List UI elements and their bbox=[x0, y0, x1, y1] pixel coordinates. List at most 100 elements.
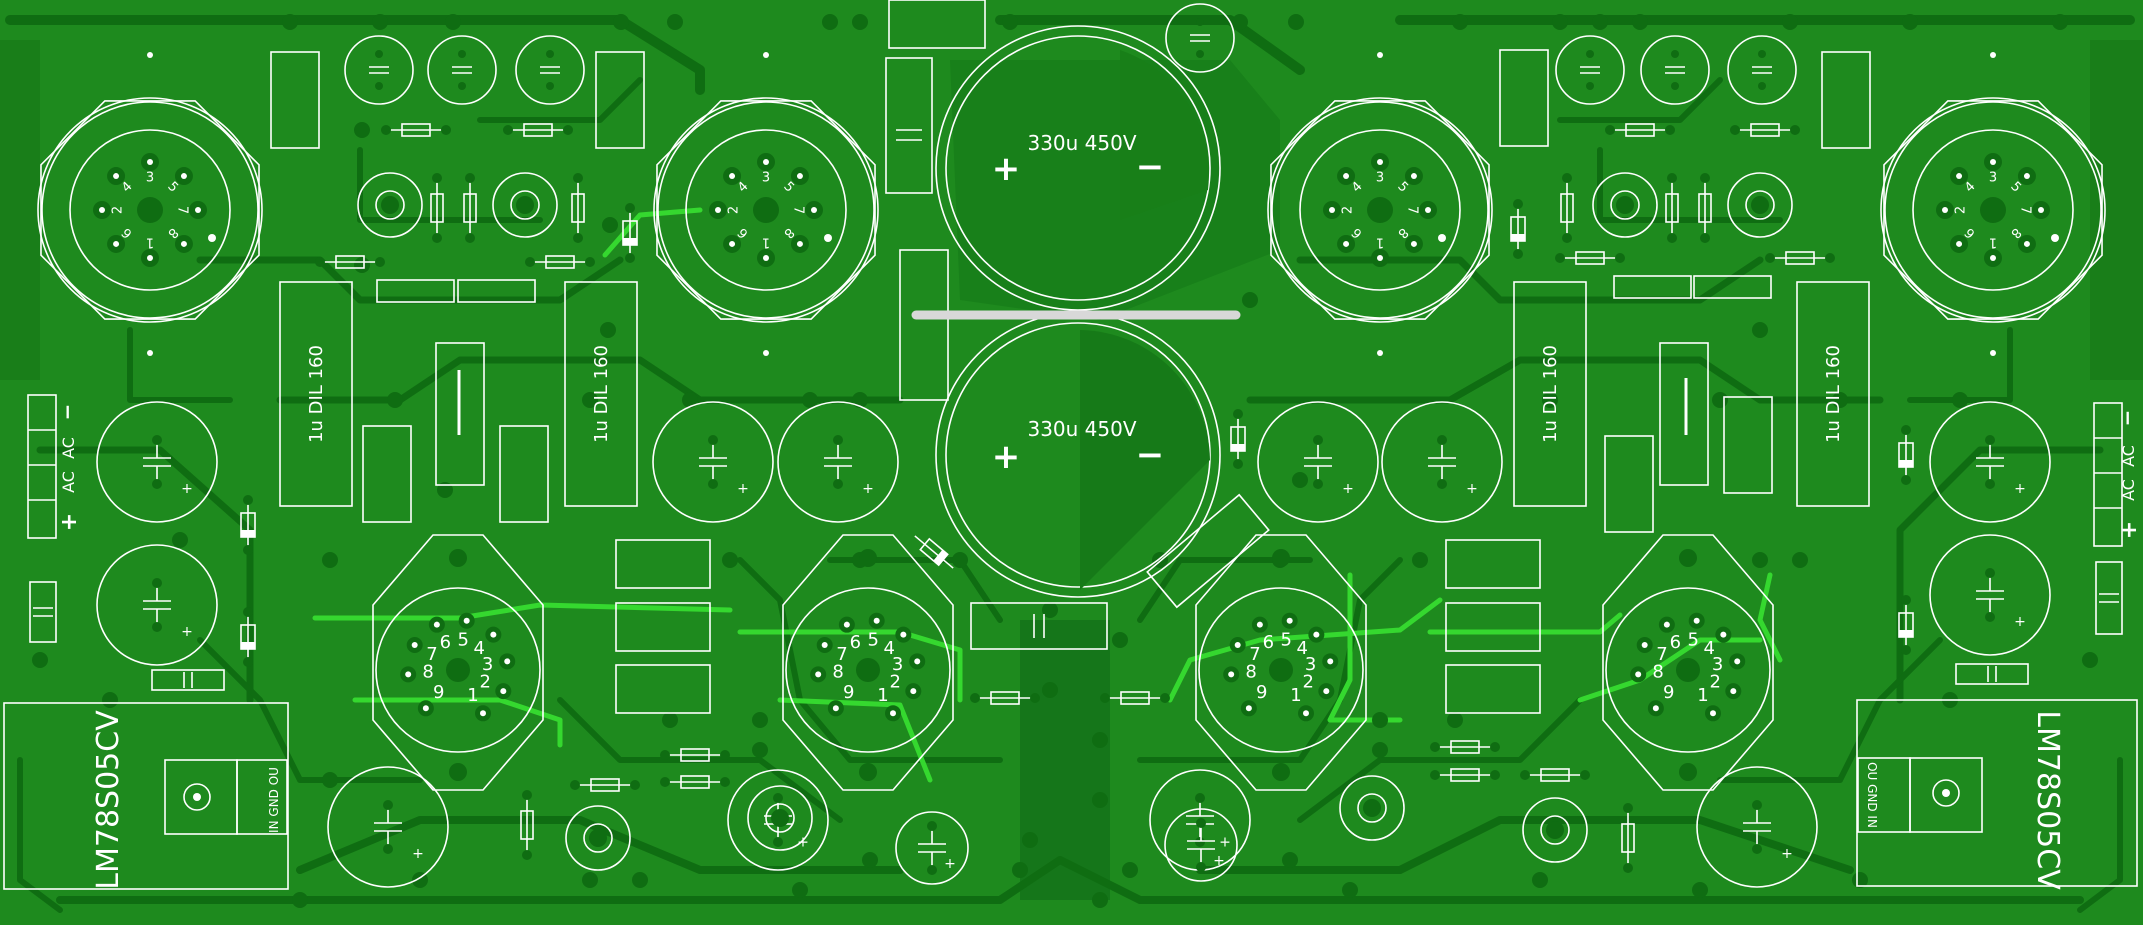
resistors bbox=[315, 123, 1835, 873]
socket-outline bbox=[656, 100, 876, 320]
socket-center-pad bbox=[753, 197, 779, 223]
trimmer-outline bbox=[1522, 797, 1588, 863]
trimmer-outline bbox=[1339, 775, 1405, 841]
via bbox=[1372, 712, 1388, 728]
small-cap bbox=[1555, 35, 1625, 105]
cap-pad bbox=[1671, 50, 1679, 58]
diodes bbox=[240, 199, 1914, 667]
socket-pin-label: 4 bbox=[883, 638, 894, 659]
resistor-body bbox=[1560, 193, 1574, 223]
resistor-pad bbox=[1160, 693, 1170, 703]
resistor-body bbox=[1540, 768, 1570, 782]
resistor bbox=[970, 691, 1040, 705]
resistor-body bbox=[520, 810, 534, 840]
socket-pin-label: 7 bbox=[1405, 206, 1420, 214]
socket-pin-label: 9 bbox=[1256, 682, 1267, 703]
socket-ring bbox=[41, 101, 259, 319]
resistor bbox=[1555, 251, 1625, 265]
left-terminal-minus: − bbox=[55, 404, 79, 421]
coupling-cap-1-label: 1u DIL 160 bbox=[306, 345, 327, 443]
resistor-body bbox=[1750, 123, 1780, 137]
resistor-body bbox=[545, 255, 575, 269]
socket-center-pad bbox=[1269, 658, 1293, 682]
resistor-body bbox=[1120, 691, 1150, 705]
socket-center-pad bbox=[1980, 197, 2006, 223]
via bbox=[682, 392, 698, 408]
cap-outline bbox=[1257, 401, 1379, 523]
cap-pad bbox=[773, 837, 783, 847]
mount-pad bbox=[859, 763, 877, 781]
small-capacitors: ++++++++++++++ bbox=[96, 3, 2051, 888]
via bbox=[445, 14, 461, 30]
diode-pad bbox=[243, 495, 253, 505]
resistor-pad bbox=[1623, 803, 1633, 813]
socket-pin-hole bbox=[1990, 255, 1996, 261]
socket-pin-hole bbox=[811, 207, 817, 213]
socket-pin-hole bbox=[914, 658, 921, 665]
via bbox=[322, 552, 338, 568]
socket-pin-label: 2 bbox=[111, 206, 126, 214]
socket-pin-label: 1 bbox=[877, 685, 888, 706]
cap-pad bbox=[1985, 435, 1995, 445]
trimmer-ring bbox=[1745, 190, 1775, 220]
socket-pin-hole bbox=[1286, 617, 1293, 624]
cap-plus-mark: + bbox=[1213, 853, 1225, 869]
socket-pin-hole bbox=[1234, 642, 1241, 648]
socket-pin-hole bbox=[500, 688, 507, 695]
socket-pin-hole bbox=[1710, 710, 1716, 717]
electrolytic-cap: + bbox=[327, 766, 449, 888]
mount-hole bbox=[1990, 350, 1996, 356]
socket-pin-label: 7 bbox=[2018, 206, 2033, 214]
resistor-pad bbox=[1825, 253, 1835, 263]
resistor-pad bbox=[1790, 125, 1800, 135]
resistor bbox=[571, 173, 585, 243]
socket-pin-label: 4 bbox=[1703, 638, 1714, 659]
socket-pin-label: 3 bbox=[762, 171, 770, 186]
electrolytic-cap: + bbox=[895, 811, 969, 885]
cap-outline bbox=[327, 766, 449, 888]
regulator-right: LM78S05CV OU GND IN bbox=[1856, 699, 2138, 890]
trimmer-ring bbox=[1610, 190, 1640, 220]
socket-pin-label: 2 bbox=[479, 672, 490, 693]
right-terminal-ac2: AC bbox=[2119, 479, 2138, 501]
cap-pad bbox=[1985, 568, 1995, 578]
cap-plus-mark: + bbox=[944, 856, 956, 872]
trimmer-pad bbox=[771, 809, 789, 827]
trimmer bbox=[1339, 775, 1405, 841]
socket-ring bbox=[37, 97, 263, 323]
left-terminal-plus: + bbox=[57, 513, 82, 531]
cap-pad bbox=[1196, 862, 1206, 872]
cap-pad bbox=[458, 50, 466, 58]
cap-pad bbox=[1437, 435, 1447, 445]
socket-pin-hole bbox=[1734, 658, 1741, 665]
socket-pin-label: 6 bbox=[440, 632, 451, 653]
trimmer-ring bbox=[510, 190, 540, 220]
resistor-pad bbox=[970, 693, 980, 703]
trimmer-ring bbox=[765, 803, 795, 833]
resistor-pad bbox=[1580, 770, 1590, 780]
mount-pad bbox=[449, 549, 467, 567]
via bbox=[292, 892, 308, 908]
via bbox=[1752, 552, 1768, 568]
trimmer-pad bbox=[516, 196, 534, 214]
cap-pad bbox=[1752, 844, 1762, 854]
cap-pad bbox=[1196, 818, 1206, 828]
resistor-pad bbox=[381, 125, 391, 135]
cap-plus-mark: + bbox=[2014, 481, 2026, 497]
socket-ring bbox=[785, 587, 951, 753]
cap-pad bbox=[1313, 435, 1323, 445]
diode-pad bbox=[243, 607, 253, 617]
via bbox=[1042, 682, 1058, 698]
cap-pad bbox=[458, 82, 466, 90]
resistor-pad bbox=[441, 125, 451, 135]
electrolytic-cap: + bbox=[96, 544, 218, 666]
right-terminal-minus: − bbox=[2115, 410, 2139, 427]
electrolytic-cap: + bbox=[96, 401, 218, 523]
socket-pin-label: 1 bbox=[1697, 685, 1708, 706]
resistor-pad bbox=[585, 257, 595, 267]
mount-hole bbox=[1990, 52, 1996, 58]
resistor-pad bbox=[630, 780, 640, 790]
socket-pin-hole bbox=[815, 671, 822, 678]
